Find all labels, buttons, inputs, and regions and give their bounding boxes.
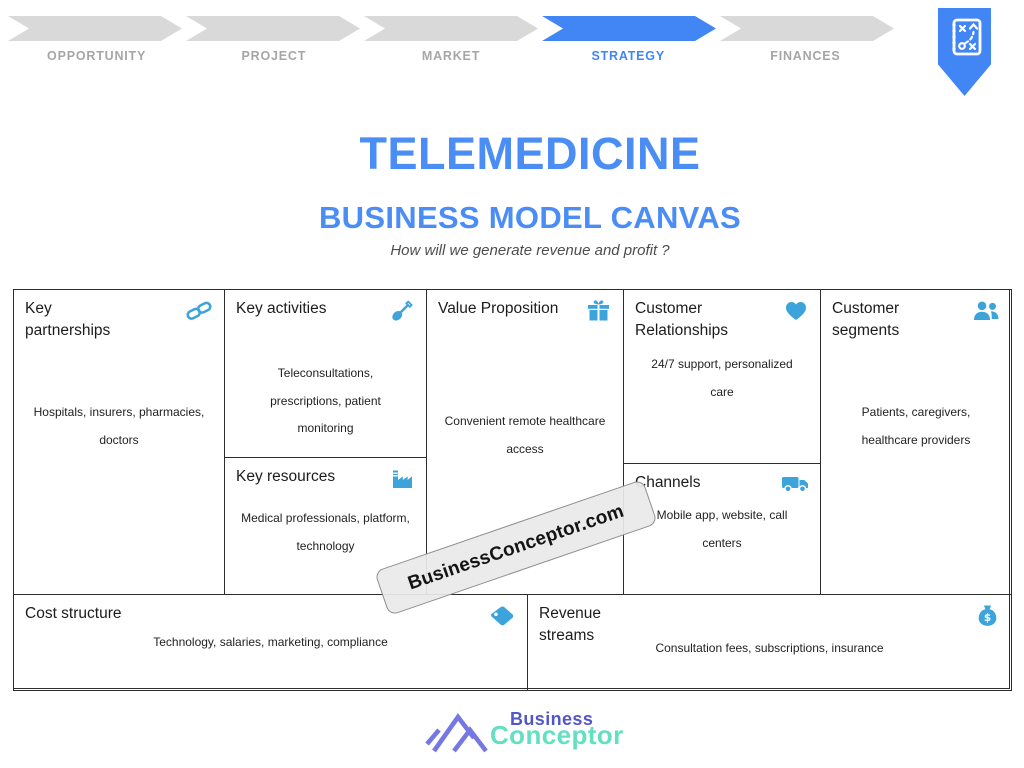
process-nav-chevrons <box>8 16 894 41</box>
nav-step-opportunity-chevron[interactable] <box>8 16 182 41</box>
nav-step-opportunity-label[interactable]: OPPORTUNITY <box>47 49 147 63</box>
shovel-icon <box>390 299 415 328</box>
channels-content: Mobile app, website, call centers <box>656 508 788 550</box>
nav-step-strategy-chevron[interactable] <box>542 16 716 41</box>
process-nav: OPPORTUNITY PROJECT MARKET STRATEGY FINA… <box>8 16 894 63</box>
value-proposition-content: Convenient remote healthcare access <box>444 414 606 456</box>
money-bag-icon: $ <box>975 604 1000 633</box>
cell-customer-relationships: Customer Relationships 24/7 support, per… <box>623 289 821 464</box>
cell-customer-segments: Customer segments Patients, caregivers, … <box>820 289 1012 595</box>
strategy-bookmark-badge <box>938 8 991 96</box>
cell-channels: Channels Mobile app, website, call cente… <box>623 463 821 595</box>
cell-cost-structure: Cost structure Technology, salaries, mar… <box>13 594 528 691</box>
factory-icon <box>389 467 415 496</box>
logo-text-conceptor: Conceptor <box>490 720 624 750</box>
customer-relationships-title: Customer Relationships <box>635 300 729 340</box>
revenue-streams-title: Revenue streams <box>539 605 602 645</box>
cost-structure-content: Technology, salaries, marketing, complia… <box>153 635 388 649</box>
cell-key-activities: Key activities Teleconsultations, prescr… <box>224 289 427 458</box>
nav-step-project-label[interactable]: PROJECT <box>241 49 307 63</box>
key-resources-content: Medical professionals, platform, technol… <box>241 511 410 553</box>
nav-step-project-chevron[interactable] <box>186 16 360 41</box>
revenue-streams-content: Consultation fees, subscriptions, insura… <box>655 641 884 655</box>
business-model-canvas: Key partnerships Hospitals, insurers, ph… <box>13 289 1012 691</box>
key-activities-title: Key activities <box>236 300 327 317</box>
page-title: TELEMEDICINE <box>359 128 701 179</box>
cell-key-partnerships: Key partnerships Hospitals, insurers, ph… <box>13 289 225 595</box>
key-partnerships-title: Key partnerships <box>25 300 111 340</box>
key-activities-content: Teleconsultations, prescriptions, patien… <box>270 366 381 436</box>
cost-structure-title: Cost structure <box>25 605 122 622</box>
svg-text:$: $ <box>984 612 991 624</box>
truck-icon <box>781 473 809 500</box>
cell-revenue-streams: Revenue streams $ Consultation fees, sub… <box>527 594 1012 691</box>
process-nav-labels: OPPORTUNITY PROJECT MARKET STRATEGY FINA… <box>8 49 894 63</box>
nav-step-market-chevron[interactable] <box>364 16 538 41</box>
page-tagline: How will we generate revenue and profit … <box>390 242 670 259</box>
nav-step-market-label[interactable]: MARKET <box>421 49 481 63</box>
channels-title: Channels <box>635 474 701 491</box>
price-tag-icon <box>488 604 516 632</box>
customer-segments-title: Customer segments <box>832 300 900 340</box>
footer-logo: Business Conceptor <box>424 698 644 758</box>
mountains-icon <box>424 704 506 759</box>
nav-step-finances-chevron[interactable] <box>720 16 894 41</box>
chain-link-icon <box>186 299 213 328</box>
customer-segments-content: Patients, caregivers, healthcare provide… <box>861 404 971 447</box>
value-proposition-title: Value Proposition <box>438 300 559 317</box>
customer-relationships-content: 24/7 support, personalized care <box>651 356 793 399</box>
page-subtitle: BUSINESS MODEL CANVAS <box>319 200 741 235</box>
nav-step-strategy-label[interactable]: STRATEGY <box>591 49 665 63</box>
gift-icon <box>585 299 612 328</box>
key-partnerships-content: Hospitals, insurers, pharmacies, doctors <box>33 404 205 447</box>
nav-step-finances-label[interactable]: FINANCES <box>770 49 841 63</box>
heart-icon <box>783 299 809 328</box>
key-resources-title: Key resources <box>236 468 336 485</box>
people-icon <box>972 299 1000 328</box>
logo-text-business: Business <box>510 709 594 729</box>
